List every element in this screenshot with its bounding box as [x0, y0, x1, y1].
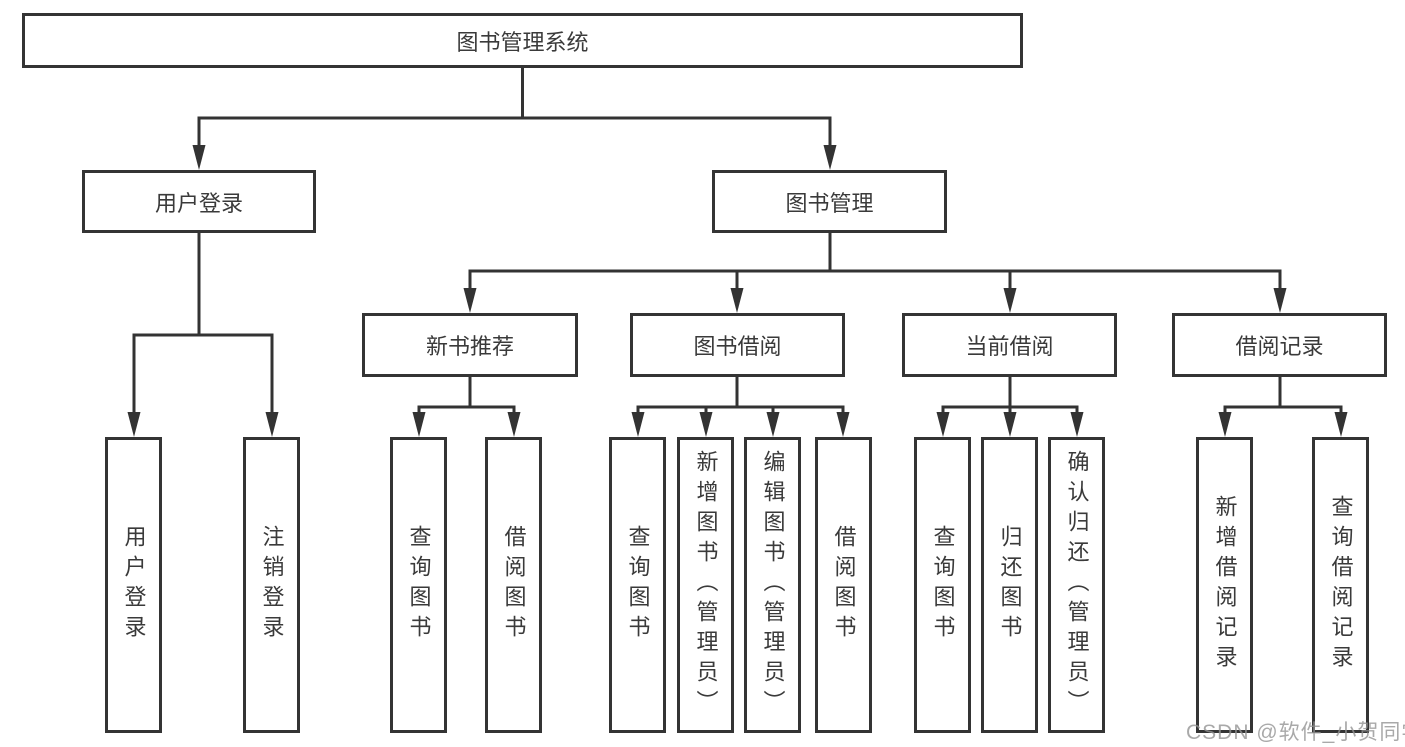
node-label: 新增图书（管理员）: [693, 450, 719, 720]
node-leaf-add-borrow-record: 新增借阅记录: [1196, 437, 1253, 733]
node-label: 用户登录: [154, 190, 243, 216]
node-label: 借阅图书: [831, 525, 857, 645]
node-label: 注销登录: [259, 525, 285, 645]
node-label: 查询图书: [406, 525, 432, 645]
node-label: 新增借阅记录: [1212, 495, 1238, 675]
node-leaf-borrow-books: 借阅图书: [815, 437, 872, 733]
node-current-borrowing: 当前借阅: [902, 313, 1117, 377]
node-leaf-user-login: 用户登录: [105, 437, 162, 733]
node-leaf-add-books-admin: 新增图书（管理员）: [677, 437, 734, 733]
node-label: 查询图书: [930, 525, 956, 645]
node-leaf-query-books-current: 查询图书: [914, 437, 971, 733]
node-label: 当前借阅: [965, 334, 1054, 359]
node-label: 借阅图书: [501, 525, 527, 645]
node-leaf-logout: 注销登录: [243, 437, 300, 733]
node-leaf-borrow-books-recommend: 借阅图书: [485, 437, 542, 733]
node-label: 编辑图书（管理员）: [760, 450, 786, 720]
csdn-watermark: CSDN @软件_小贺同学: [1186, 721, 1405, 744]
node-book-management: 图书管理: [712, 170, 947, 233]
node-leaf-edit-books-admin: 编辑图书（管理员）: [744, 437, 801, 733]
node-label: 图书管理系统: [456, 29, 589, 55]
node-book-borrowing: 图书借阅: [630, 313, 845, 377]
node-root-library-management-system: 图书管理系统: [22, 13, 1023, 68]
node-label: 图书管理: [785, 190, 874, 216]
node-leaf-confirm-return-admin: 确认归还（管理员）: [1048, 437, 1105, 733]
node-label: 图书借阅: [693, 334, 782, 359]
node-label: 查询借阅记录: [1328, 495, 1354, 675]
node-label: 借阅记录: [1235, 334, 1324, 359]
node-label: 用户登录: [121, 525, 147, 645]
node-user-login: 用户登录: [82, 170, 316, 233]
node-label: 新书推荐: [425, 334, 514, 359]
node-label: 查询图书: [625, 525, 651, 645]
node-leaf-query-books-recommend: 查询图书: [390, 437, 447, 733]
node-leaf-return-books: 归还图书: [981, 437, 1038, 733]
node-label: 归还图书: [997, 525, 1023, 645]
node-new-book-recommend: 新书推荐: [362, 313, 578, 377]
node-leaf-query-books-borrowing: 查询图书: [609, 437, 666, 733]
node-label: 确认归还（管理员）: [1064, 450, 1090, 720]
node-leaf-query-borrow-record: 查询借阅记录: [1312, 437, 1369, 733]
node-borrowing-records: 借阅记录: [1172, 313, 1387, 377]
